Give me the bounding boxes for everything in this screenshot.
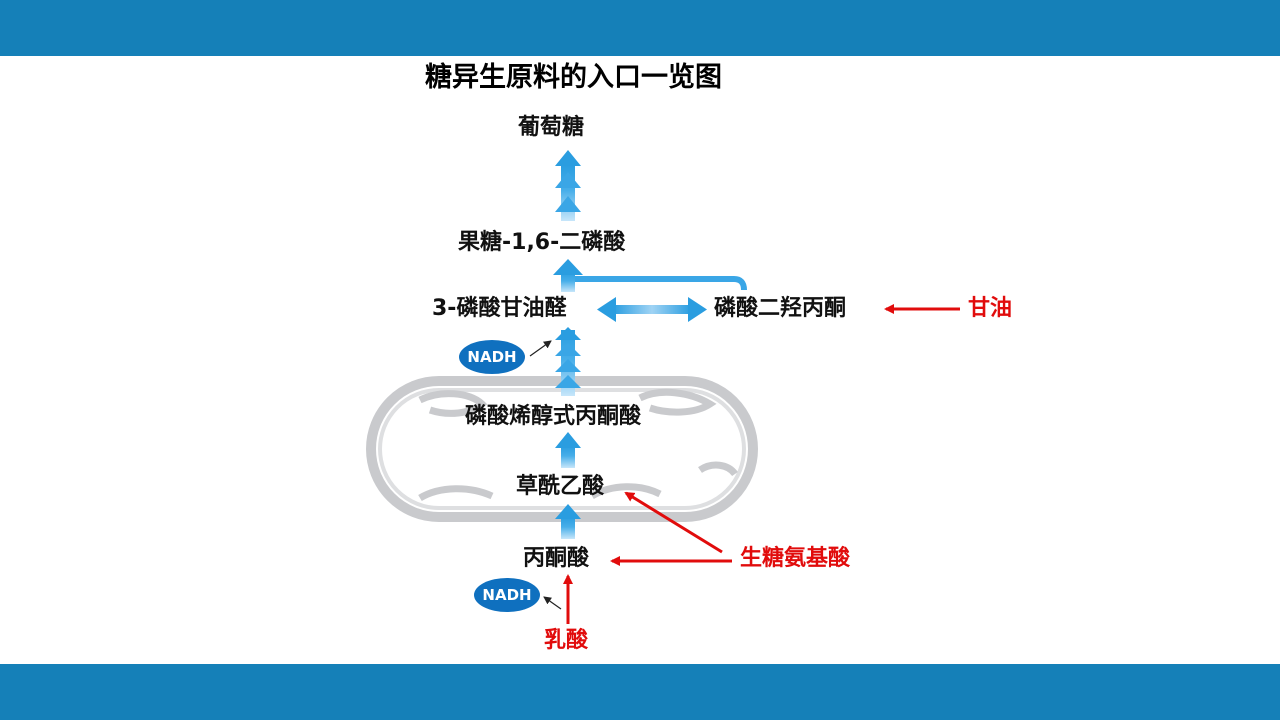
pathway-arrow-g3p-fbp [553, 259, 747, 292]
source-glycerol: 甘油 [968, 296, 1013, 321]
pathway-arrow-pep-g3p [555, 327, 581, 396]
pathway-arrow-g3p-dhap [597, 297, 707, 322]
header-band [0, 0, 1280, 56]
arrow-aa-oaa [624, 491, 723, 554]
arrow-nadh-lower [543, 596, 562, 610]
pathway-arrow-oaa-pep [555, 432, 581, 468]
source-lactate: 乳酸 [544, 628, 589, 653]
pathway-arrow-pyruvate-oaa [555, 504, 581, 539]
node-dhap: 磷酸二羟丙酮 [714, 296, 847, 321]
node-pyruvate: 丙酮酸 [523, 546, 590, 571]
diagram-title: 糖异生原料的入口一览图 [425, 62, 722, 93]
arrow-nadh-upper [529, 340, 552, 357]
pathway-arrow-fbp-glucose [555, 150, 581, 221]
source-glucogenic-aa: 生糖氨基酸 [740, 546, 851, 571]
node-oaa: 草酰乙酸 [516, 474, 605, 499]
nadh-badge-lower: NADH [474, 578, 540, 612]
node-g3p: 3-磷酸甘油醛 [432, 296, 567, 321]
node-glucose: 葡萄糖 [518, 115, 585, 140]
footer-band [0, 664, 1280, 720]
node-pep: 磷酸烯醇式丙酮酸 [465, 404, 642, 429]
nadh-badge-upper: NADH [459, 340, 525, 374]
node-fbp: 果糖-1,6-二磷酸 [458, 230, 626, 255]
